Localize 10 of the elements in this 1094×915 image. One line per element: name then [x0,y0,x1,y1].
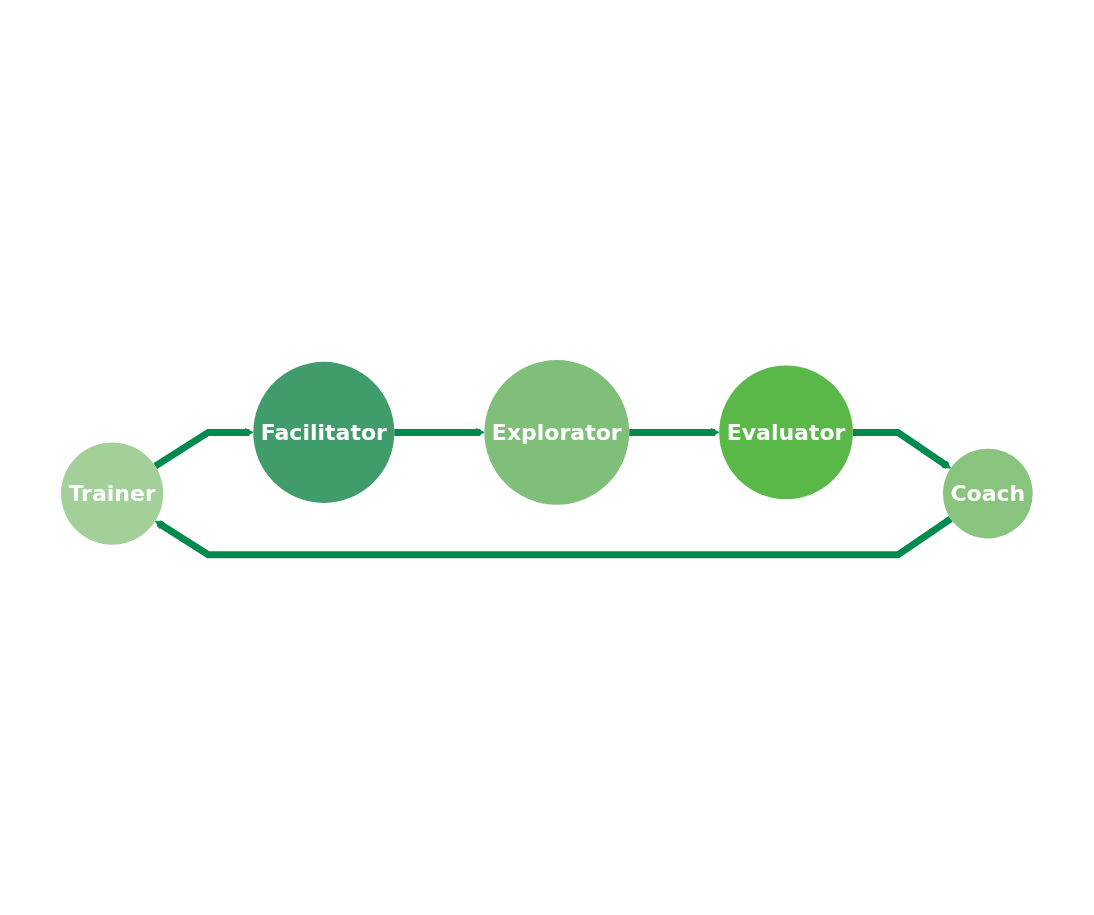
node-circle: Explorator [484,360,630,505]
arrow [394,428,485,437]
node-circle: Evaluator [719,365,854,500]
node-circle: Facilitator [253,361,395,504]
arrow [629,428,720,437]
node-circle: Coach [943,448,1033,539]
arrow [153,428,254,470]
arrow [155,516,953,559]
node-circle: Trainer [61,442,164,545]
arrow [853,429,952,470]
